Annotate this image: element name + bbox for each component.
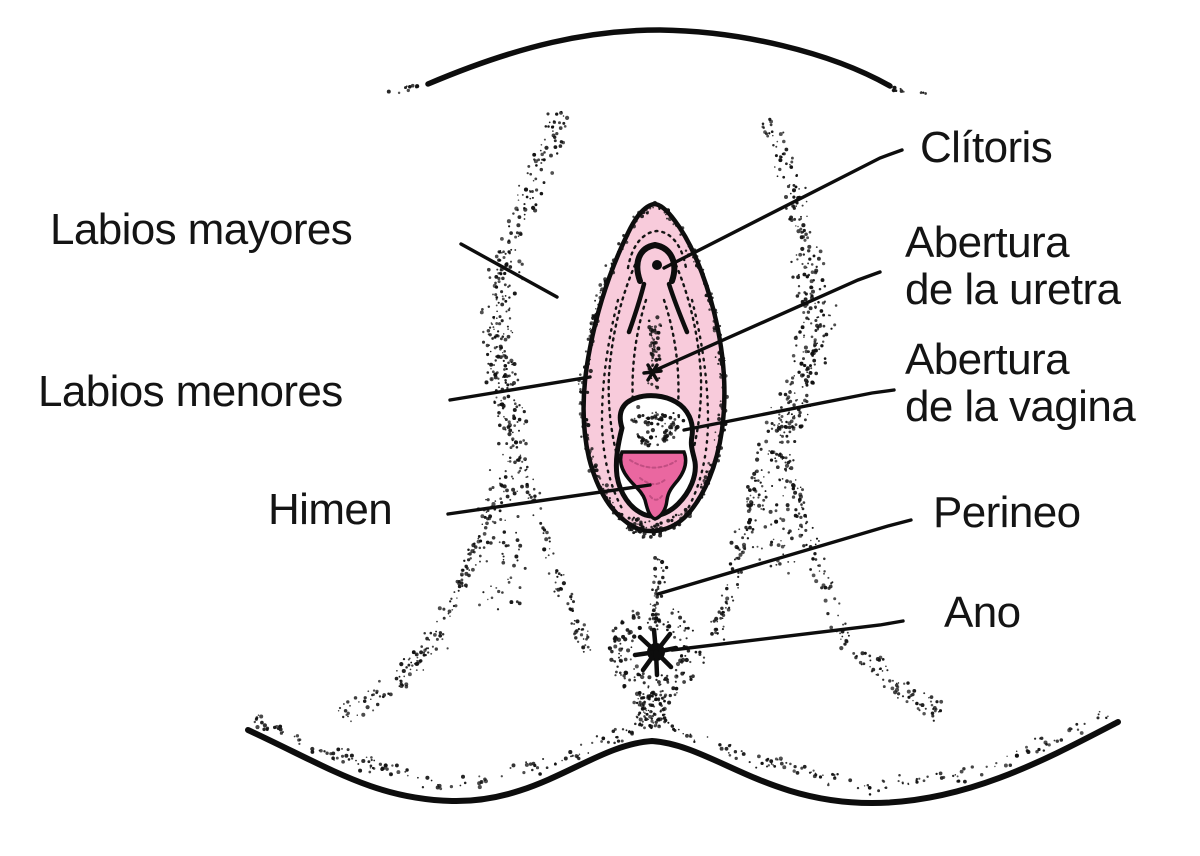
label-abertura-vagina-line2: de la vagina xyxy=(905,382,1136,431)
label-ano: Ano xyxy=(944,588,1021,637)
stipple-texture-over xyxy=(577,200,729,539)
clitoral-hood xyxy=(634,241,678,284)
leader-ano xyxy=(670,619,905,652)
hymen-shading xyxy=(629,459,677,501)
stipple-texture-under xyxy=(253,83,1109,796)
clitoris-glans xyxy=(652,260,662,270)
leader-labios-mayores xyxy=(459,242,559,299)
label-labios-menores: Labios menores xyxy=(38,367,343,416)
label-perineo: Perineo xyxy=(933,488,1081,537)
leader-himen xyxy=(446,483,652,516)
hymen-shape xyxy=(618,450,688,521)
label-abertura-uretra: Abertura de la uretra xyxy=(905,218,1121,314)
label-himen: Himen xyxy=(268,485,393,534)
label-labios-mayores: Labios mayores xyxy=(50,205,353,254)
label-abertura-uretra-line1: Abertura xyxy=(905,218,1070,267)
label-clitoris: Clítoris xyxy=(920,123,1053,172)
leader-perineo xyxy=(656,518,913,596)
label-abertura-vagina: Abertura de la vagina xyxy=(905,335,1136,431)
frenulum-left xyxy=(626,281,647,335)
leader-labios-menores xyxy=(448,375,592,402)
leader-lines xyxy=(446,148,913,652)
leader-clitoris xyxy=(662,148,904,270)
leader-vagina xyxy=(682,388,896,432)
buttocks-curve xyxy=(245,719,1121,807)
anus-marker xyxy=(632,627,679,678)
frenulum-right xyxy=(666,281,690,335)
abdomen-curve xyxy=(425,27,893,89)
label-abertura-uretra-line2: de la uretra xyxy=(905,265,1121,314)
label-abertura-vagina-line1: Abertura xyxy=(905,335,1070,384)
leader-uretra xyxy=(656,270,882,371)
